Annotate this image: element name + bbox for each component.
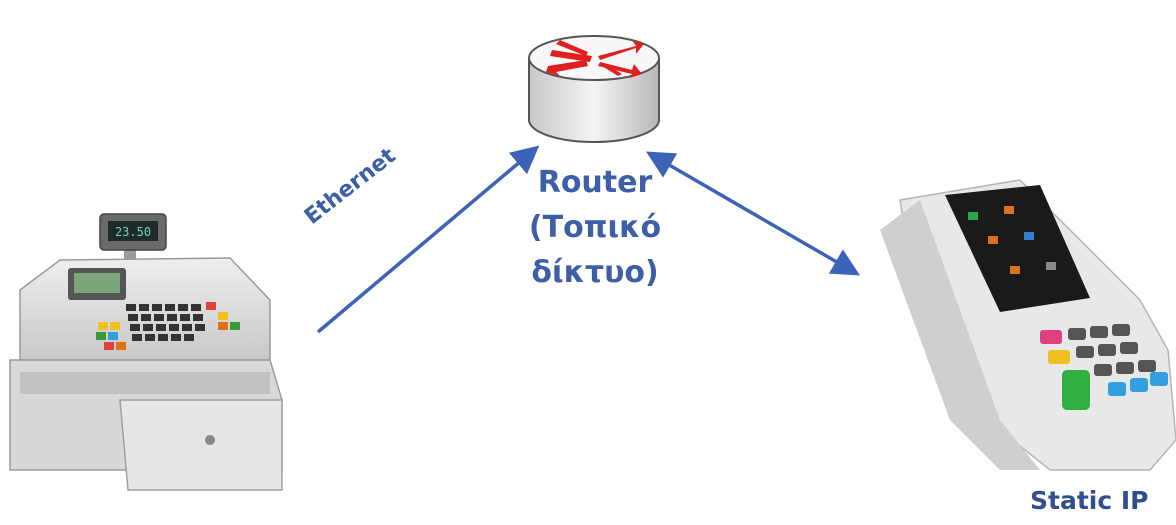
router-title: Router: [537, 165, 653, 200]
svg-text:23.50: 23.50: [115, 225, 151, 239]
router-icon: [528, 35, 660, 143]
pos-terminal-icon: [880, 179, 1176, 471]
static-ip-label: Static IP: [1030, 486, 1149, 515]
router-label: Router (Τοπικό δίκτυο): [520, 160, 670, 295]
router-subtitle-line1: (Τοπικό: [528, 210, 662, 245]
router-subtitle-line2: δίκτυο): [531, 255, 659, 290]
cash-register-icon: 23.50: [9, 213, 283, 491]
ethernet-arrow: [316, 145, 540, 334]
wireless-link-arrow: [645, 151, 861, 276]
